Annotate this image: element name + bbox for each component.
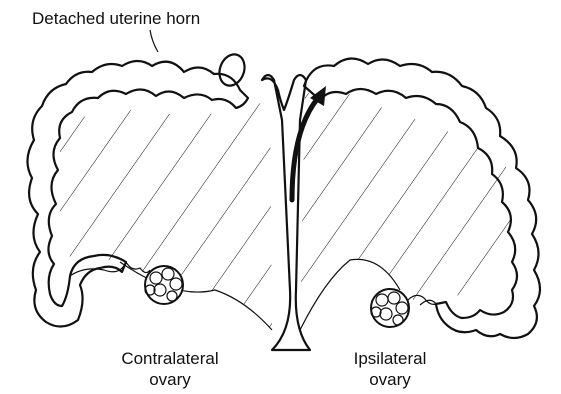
ipsilateral-label-line1: Ipsilateral (330, 348, 450, 369)
label-leader-line (150, 30, 158, 52)
contralateral-ovary (126, 262, 183, 304)
contralateral-ovary-label: Contralateral ovary (100, 348, 240, 390)
contralateral-label-line2: ovary (100, 369, 240, 390)
ipsilateral-label-line2: ovary (330, 369, 450, 390)
detached-horn-label: Detached uterine horn (32, 8, 200, 29)
contralateral-label-line1: Contralateral (100, 348, 240, 369)
right-mesometrium (300, 89, 512, 330)
ipsilateral-ovary-label: Ipsilateral ovary (330, 348, 450, 390)
